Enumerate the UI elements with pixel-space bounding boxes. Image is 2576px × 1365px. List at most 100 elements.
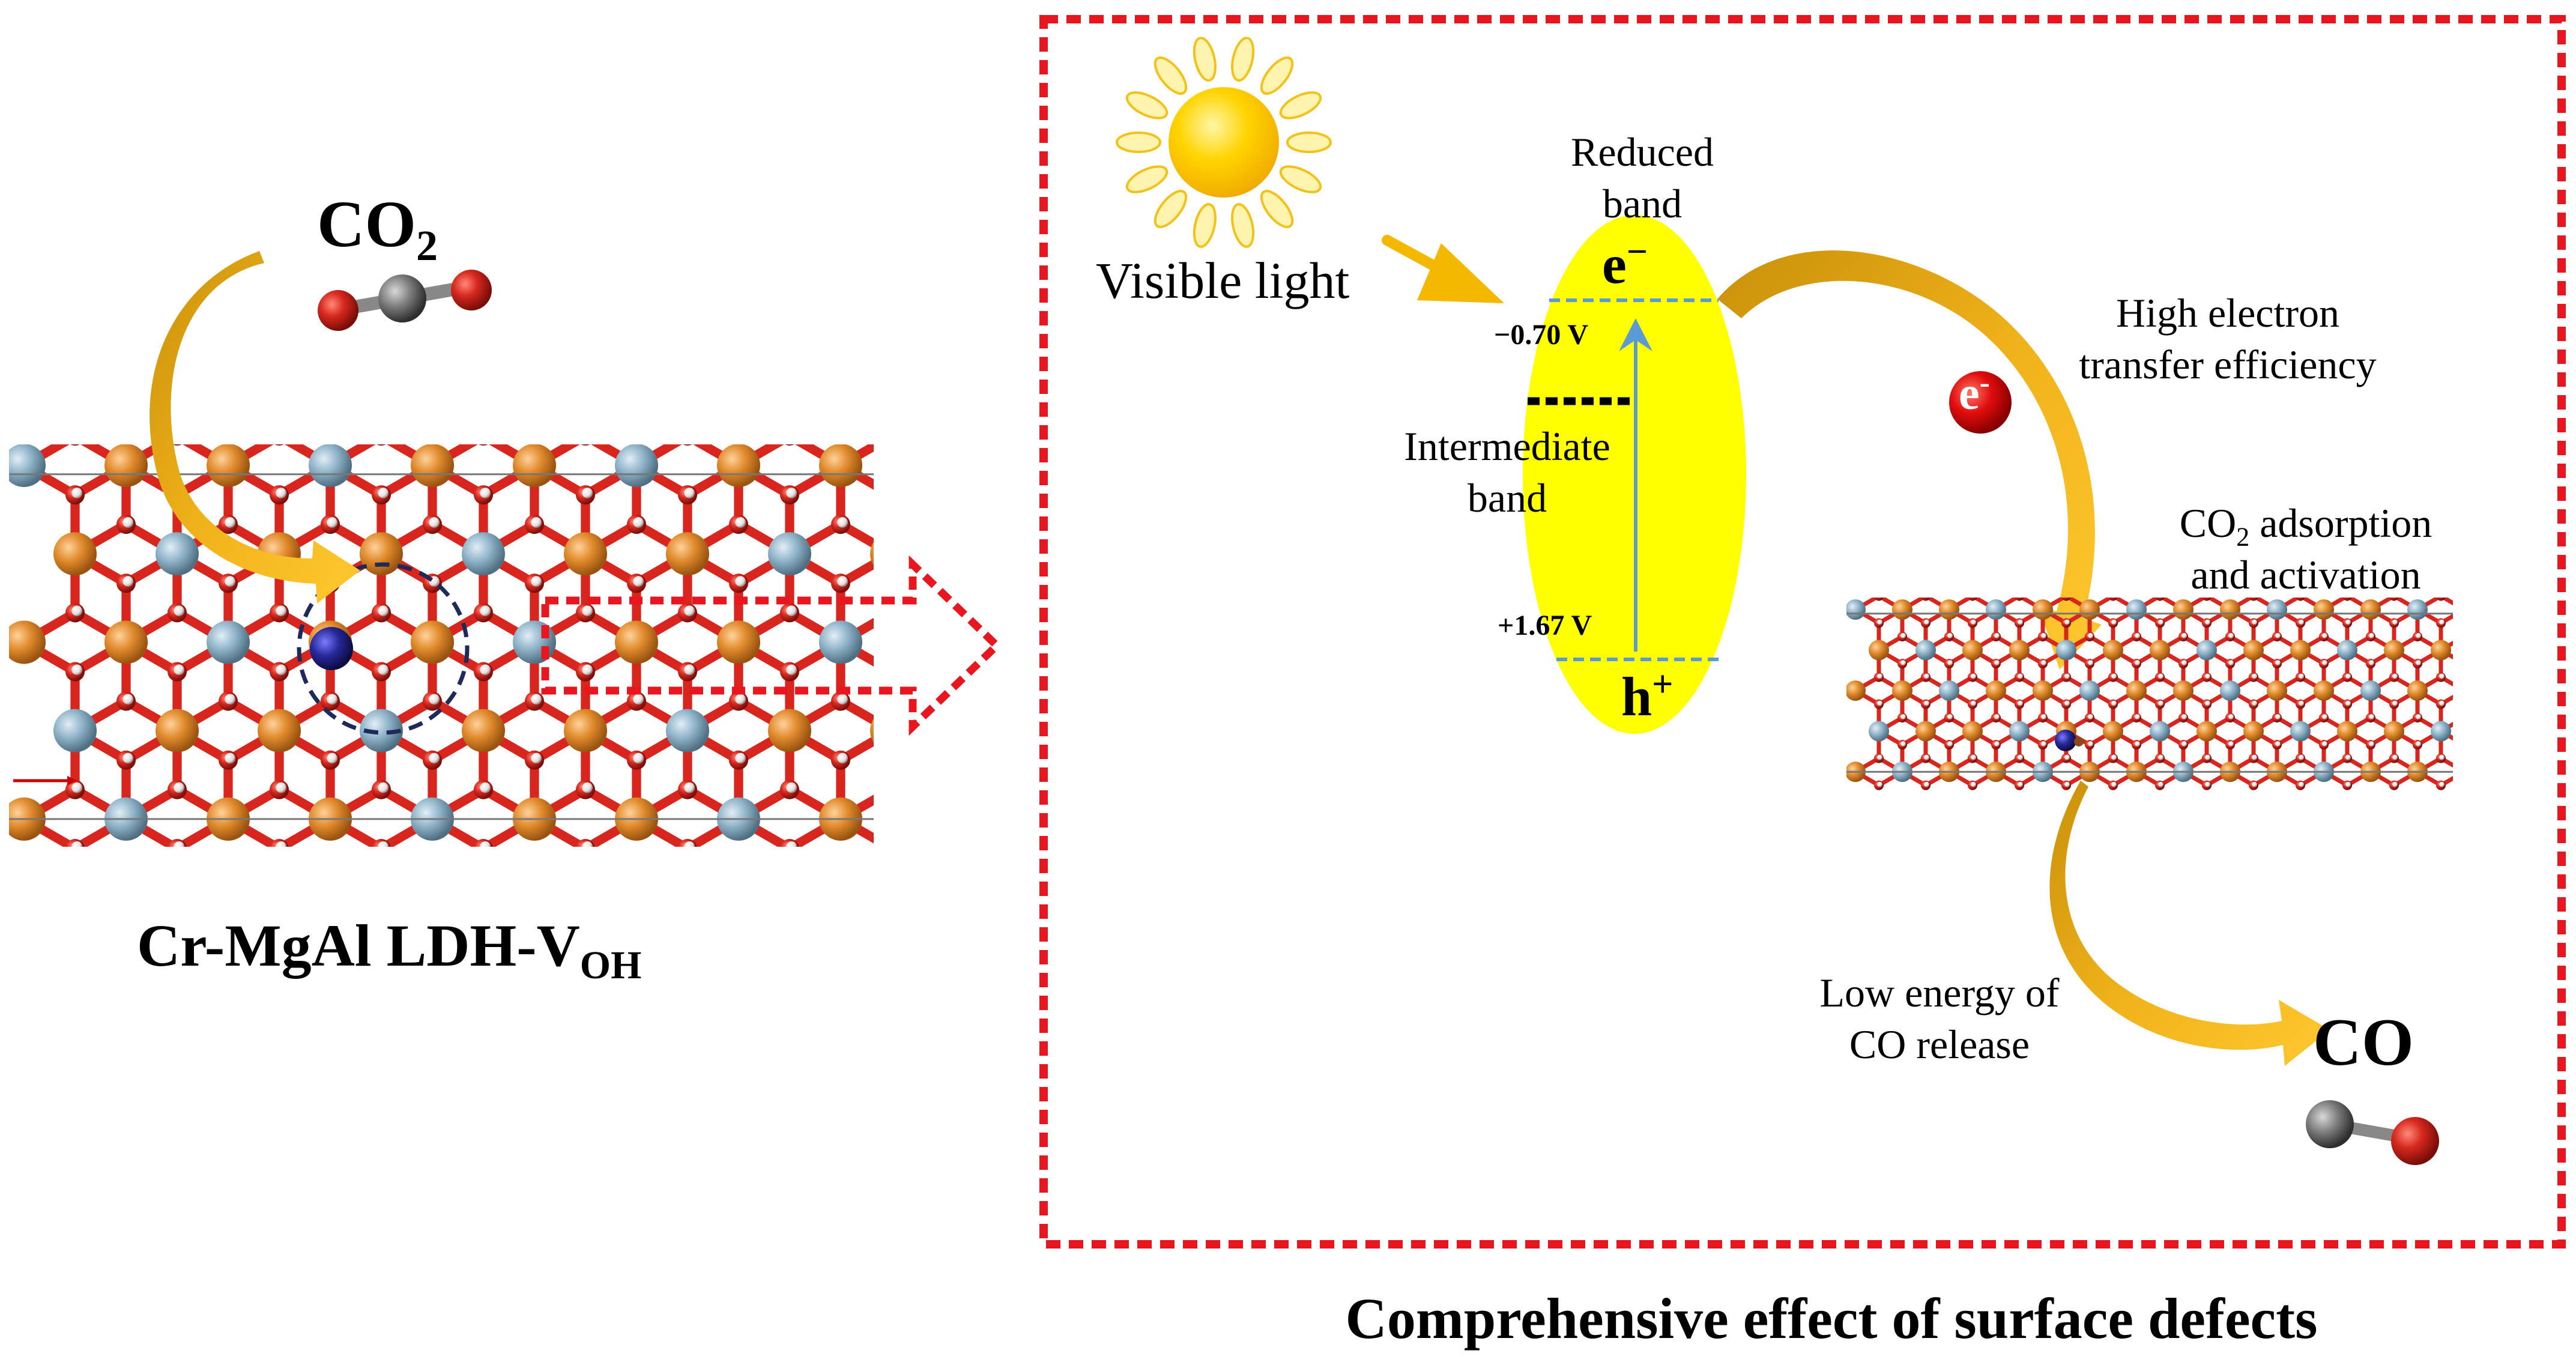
magnesium-atom <box>9 620 46 664</box>
hydrogen-atom <box>1971 619 1977 625</box>
hydrogen-atom <box>837 517 848 528</box>
hydrogen-atom <box>990 665 1001 676</box>
aluminum-atom <box>2431 721 2451 742</box>
magnesium-atom <box>207 444 250 487</box>
oxygen-layer <box>65 429 1001 858</box>
hydrogen-atom <box>1877 781 1883 787</box>
hydrogen-atom <box>378 429 389 440</box>
hydrogen-atom <box>378 841 389 847</box>
hydrogen-atom <box>2392 619 2398 625</box>
hydrogen-atom <box>2392 700 2398 706</box>
hydrogen-atom <box>939 517 950 528</box>
hydrogen-atom <box>2252 781 2258 787</box>
hydrogen-atom <box>378 488 389 498</box>
magnesium-atom <box>104 444 148 487</box>
magnesium-atom <box>1939 599 1959 620</box>
aluminum-atom <box>1986 599 2006 620</box>
oxygen-atom <box>2483 591 2493 601</box>
hydrogen-atom <box>888 605 899 616</box>
hydrogen-atom <box>684 488 695 498</box>
hydrogen-atom <box>225 517 236 528</box>
hydrogen-atom <box>888 429 899 440</box>
hydrogen-atom <box>2205 754 2211 760</box>
hydrogen-atom <box>2252 673 2258 679</box>
oxygen-atom <box>376 444 386 446</box>
aluminum-atom <box>1869 721 1889 742</box>
hydrogen-atom <box>174 782 185 793</box>
hydrogen-atom <box>633 576 644 587</box>
hydrogen-atom <box>276 488 287 498</box>
metal-oxygen-bond <box>892 613 943 642</box>
oxygen-atom <box>882 780 901 799</box>
magnesium-atom <box>2173 599 2194 620</box>
hydrogen-atom <box>2275 633 2281 638</box>
sun-ray <box>1286 132 1332 153</box>
magnesium-atom <box>2126 680 2147 701</box>
metal-oxygen-bond <box>2488 637 2511 650</box>
magnesium-atom <box>2337 721 2357 742</box>
oxygen-atom <box>581 444 590 446</box>
hydrogen-atom <box>531 694 542 705</box>
hydrogen-atom <box>2158 673 2164 679</box>
hydrogen-atom <box>2135 660 2141 665</box>
hydrogen-atom <box>2252 592 2257 598</box>
hydrogen-atom <box>786 429 797 440</box>
magnesium-atom <box>104 620 148 664</box>
hole-label-sup: + <box>1652 664 1673 705</box>
hydrogen-atom <box>276 664 287 676</box>
aluminum-atom <box>615 444 658 487</box>
hydrogen-atom <box>2205 619 2211 625</box>
magnesium-atom <box>411 620 454 664</box>
hydrogen-atom <box>2252 754 2258 760</box>
metal-oxygen-bond <box>2488 718 2511 731</box>
electron-transfer-label: High electron transfer efficiency <box>2036 287 2420 391</box>
hydrogen-atom <box>2345 592 2351 598</box>
hydrogen-atom <box>2064 754 2070 760</box>
hydrogen-atom <box>2018 619 2024 625</box>
metal-oxygen-bond <box>943 819 994 849</box>
hydrogen-atom <box>582 488 593 498</box>
oxygen-atom <box>479 444 488 446</box>
hydrogen-atom <box>71 605 82 616</box>
aluminum-atom <box>207 620 250 664</box>
magnesium-atom <box>2360 599 2381 620</box>
oxygen-atom <box>1968 598 1977 601</box>
hydrogen-atom <box>2135 633 2141 638</box>
metal-oxygen-bond <box>2464 758 2488 772</box>
aluminum-atom <box>2009 721 2030 742</box>
hydrogen-atom <box>327 694 337 705</box>
magnesium-atom <box>462 709 505 752</box>
hydrogen-atom <box>1900 633 1906 638</box>
hydrogen-atom <box>1877 619 1883 625</box>
magnesium-atom <box>2431 640 2451 661</box>
hydrogen-atom <box>2088 741 2094 746</box>
electron-ball-sup: - <box>1979 366 1990 400</box>
hydrogen-atom <box>2463 660 2468 665</box>
magnesium-atom <box>1892 599 1912 620</box>
sun-ray <box>1260 190 1294 228</box>
aluminum-atom <box>2126 599 2147 620</box>
oxygen-atom <box>882 603 901 622</box>
oxygen-atom <box>882 839 901 858</box>
magnesium-atom <box>360 532 403 576</box>
sun-ray <box>1125 165 1169 193</box>
co-molecule <box>2306 1100 2439 1165</box>
hydrogen-atom <box>2345 673 2351 679</box>
hydrogen-atom <box>786 664 797 676</box>
hydrogen-atom <box>122 752 133 764</box>
hydrogen-atom <box>2345 700 2351 706</box>
hydrogen-atom <box>684 782 695 793</box>
adsorption-label: CO2 adsorption and activation <box>2144 497 2468 601</box>
hydrogen-atom <box>2439 673 2445 679</box>
hydrogen-atom <box>2486 701 2491 706</box>
hydrogen-atom <box>633 752 644 764</box>
metal-oxygen-bond <box>892 790 943 819</box>
hydrogen-atom <box>2299 754 2305 760</box>
magnesium-atom <box>2220 599 2240 620</box>
cb-potential: −0.70 V <box>1494 319 1589 351</box>
hydrogen-atom <box>1924 781 1930 787</box>
hydrogen-atom <box>2345 781 2351 787</box>
hydrogen-atom <box>2322 633 2328 638</box>
metal-oxygen-bond <box>943 436 994 465</box>
hydrogen-atom <box>582 664 593 676</box>
